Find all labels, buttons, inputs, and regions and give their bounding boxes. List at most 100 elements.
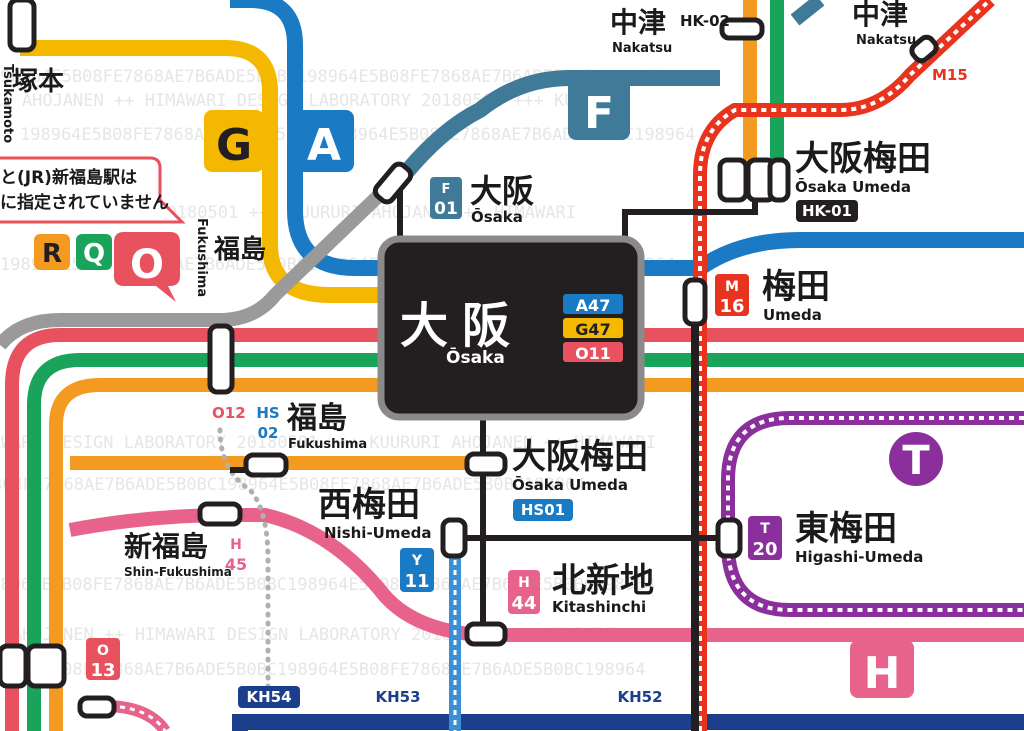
marker-m16[interactable] xyxy=(682,277,708,327)
marker-tsukamoto[interactable] xyxy=(7,0,37,53)
station-nishi-umeda-code-num: 11 xyxy=(404,571,429,592)
station-fukushima-jr-jp: 福島 xyxy=(213,235,266,265)
station-osaka-umeda-hs: 大阪梅田 Ōsaka Umeda HS01 xyxy=(512,437,648,521)
marker-hs01[interactable] xyxy=(464,451,508,477)
station-higashi-umeda: T 20 東梅田 Higashi-Umeda xyxy=(748,509,923,566)
notice-line-2: に指定されていません xyxy=(0,192,169,213)
station-osaka-umeda-hs-code-bg xyxy=(513,499,573,521)
line-o-pinkred xyxy=(5,328,1024,731)
station-osaka-umeda-hs-jp: 大阪梅田 xyxy=(512,437,648,477)
station-nakatsu-hk-code: HK-02 xyxy=(680,12,730,30)
marker-kitashinchi[interactable] xyxy=(464,621,508,647)
watermark-credit: HIMAWARI DESIGN LABORATORY 20180501 +++ … xyxy=(0,433,656,453)
keihan-codes: KH54 KH53 KH52 xyxy=(238,686,663,708)
station-osaka-umeda-hk-jp: 大阪梅田 xyxy=(795,139,931,179)
station-osaka-jr-code-a-bg xyxy=(563,294,623,314)
notice-line-1: と(JR)新福島駅は xyxy=(0,167,137,188)
station-kitashinchi-code-num: 44 xyxy=(511,593,536,614)
station-kitashinchi-code-bg xyxy=(508,570,540,614)
marker-m15[interactable] xyxy=(909,34,939,64)
line-h-pink xyxy=(68,508,1024,642)
station-umeda-m-code-bg xyxy=(715,274,749,316)
badge-a-label: A xyxy=(307,120,341,171)
marker-hk01-a[interactable] xyxy=(717,157,749,203)
station-fukushima-hs-jp: 福島 xyxy=(286,401,347,436)
station-umeda-m: M 16 梅田 Umeda xyxy=(715,267,830,324)
station-shin-fukushima: 新福島 Shin-Fukushima H 45 xyxy=(124,530,247,579)
station-osaka-jr-code-g-bg xyxy=(563,318,623,338)
station-o13: O 13 xyxy=(86,638,120,681)
line-slate-diag xyxy=(790,0,825,26)
station-osaka-umeda-hs-code: HS01 xyxy=(521,501,565,519)
watermark-hex: 198964E5B08FE7868AE7B6ADE5B0BC198964E5B0… xyxy=(20,125,696,145)
station-nishi-umeda-code-bg xyxy=(400,548,434,592)
keihan-kh52: KH52 xyxy=(617,688,662,706)
station-shin-fukushima-en: Shin-Fukushima xyxy=(124,565,232,579)
marker-hk02[interactable] xyxy=(719,17,765,41)
station-fukushima-hs-code-line: HS xyxy=(256,404,279,422)
marker-higashi-umeda[interactable] xyxy=(715,517,743,559)
marker-o13-c[interactable] xyxy=(77,695,117,719)
badge-r-label: R xyxy=(42,239,62,269)
station-osaka-jr[interactable]: 大阪 Ōsaka A47 G47 O11 xyxy=(377,235,645,421)
station-o13-code-num: 13 xyxy=(90,660,115,681)
station-higashi-umeda-en: Higashi-Umeda xyxy=(795,548,923,566)
station-osaka-f-code-line: F xyxy=(442,182,451,197)
station-kitashinchi-jp: 北新地 xyxy=(552,561,654,601)
station-shin-fukushima-code-line: H xyxy=(230,537,242,553)
watermark-credit: KUURURI AHOJANEN ++ HIMAWARI DESIGN LABO… xyxy=(0,91,626,111)
station-nakatsu-hk: 中津 Nakatsu HK-02 xyxy=(610,6,730,56)
station-fukushima-hs-en: Fukushima xyxy=(288,437,367,452)
station-fukushima-hs-code-o: O12 xyxy=(212,404,246,422)
marker-o13-b[interactable] xyxy=(25,643,67,689)
badge-t xyxy=(889,432,943,486)
station-higashi-umeda-code-bg xyxy=(748,516,782,560)
marker-o13-a[interactable] xyxy=(0,643,29,689)
marker-f01[interactable] xyxy=(372,161,414,205)
station-o13-code-line: O xyxy=(97,643,109,659)
station-kitashinchi-code-line: H xyxy=(518,575,530,591)
station-tsukamoto-en: Tsukamoto xyxy=(0,64,15,143)
station-umeda-m-jp: 梅田 xyxy=(762,267,830,307)
station-shin-fukushima-code-num: 45 xyxy=(225,555,247,574)
station-nishi-umeda-jp: 西梅田 xyxy=(318,485,420,525)
station-fukushima-jr: 福島 Fukushima xyxy=(194,218,266,297)
badge-a xyxy=(294,110,354,172)
badge-h-label: H xyxy=(864,648,901,699)
station-kitashinchi-en: Kitashinchi xyxy=(552,598,646,616)
station-nishi-umeda-code-line: Y xyxy=(411,553,423,569)
line-t-purple-dash xyxy=(726,416,1024,612)
station-osaka-f-code-num: 01 xyxy=(434,199,458,219)
line-gray xyxy=(0,174,400,350)
station-osaka-jr-code-o-bg xyxy=(563,342,623,362)
marker-hs02[interactable] xyxy=(243,452,289,478)
station-higashi-umeda-jp: 東梅田 xyxy=(795,509,897,549)
station-osaka-umeda-hk-code: HK-01 xyxy=(802,202,852,220)
keihan-kh54: KH54 xyxy=(246,688,291,706)
station-osaka-umeda-hk: 大阪梅田 Ōsaka Umeda HK-01 xyxy=(795,139,931,222)
station-umeda-m-code-line: M xyxy=(725,279,739,295)
marker-nishi-umeda[interactable] xyxy=(440,517,468,559)
station-tsukamoto: 塚本 Tsukamoto xyxy=(0,64,64,143)
badge-g xyxy=(204,110,264,172)
watermark-hex: 198964E5B08FE7868AE7B6ADE5B0BC198964E5B0… xyxy=(0,660,646,680)
badge-o-bubble xyxy=(114,232,180,302)
station-nakatsu-m: 中津 Nakatsu M15 xyxy=(852,0,968,84)
marker-hk01-c[interactable] xyxy=(767,157,791,203)
station-nakatsu-hk-jp: 中津 xyxy=(610,6,666,39)
badge-f-label: F xyxy=(584,88,614,139)
station-higashi-umeda-code-num: 20 xyxy=(752,539,777,560)
station-osaka-jr-jp: 大阪 xyxy=(400,298,524,354)
marker-shin-fukushima[interactable] xyxy=(197,501,243,527)
marker-fukushima-jr[interactable] xyxy=(207,323,235,395)
line-badges: G A F R Q O T H xyxy=(34,78,943,699)
line-f-slate xyxy=(393,70,720,185)
station-nakatsu-m-jp: 中津 xyxy=(852,0,908,31)
station-osaka-f-code-bg xyxy=(430,177,462,219)
station-osaka-umeda-hk-code-bg xyxy=(796,200,858,222)
station-nakatsu-m-code: M15 xyxy=(932,66,968,84)
station-umeda-m-en: Umeda xyxy=(763,306,822,324)
notice-bubble: と(JR)新福島駅は に指定されていません xyxy=(0,156,186,224)
station-osaka-jr-box[interactable] xyxy=(377,235,645,421)
station-o13-code-bg xyxy=(86,638,120,680)
